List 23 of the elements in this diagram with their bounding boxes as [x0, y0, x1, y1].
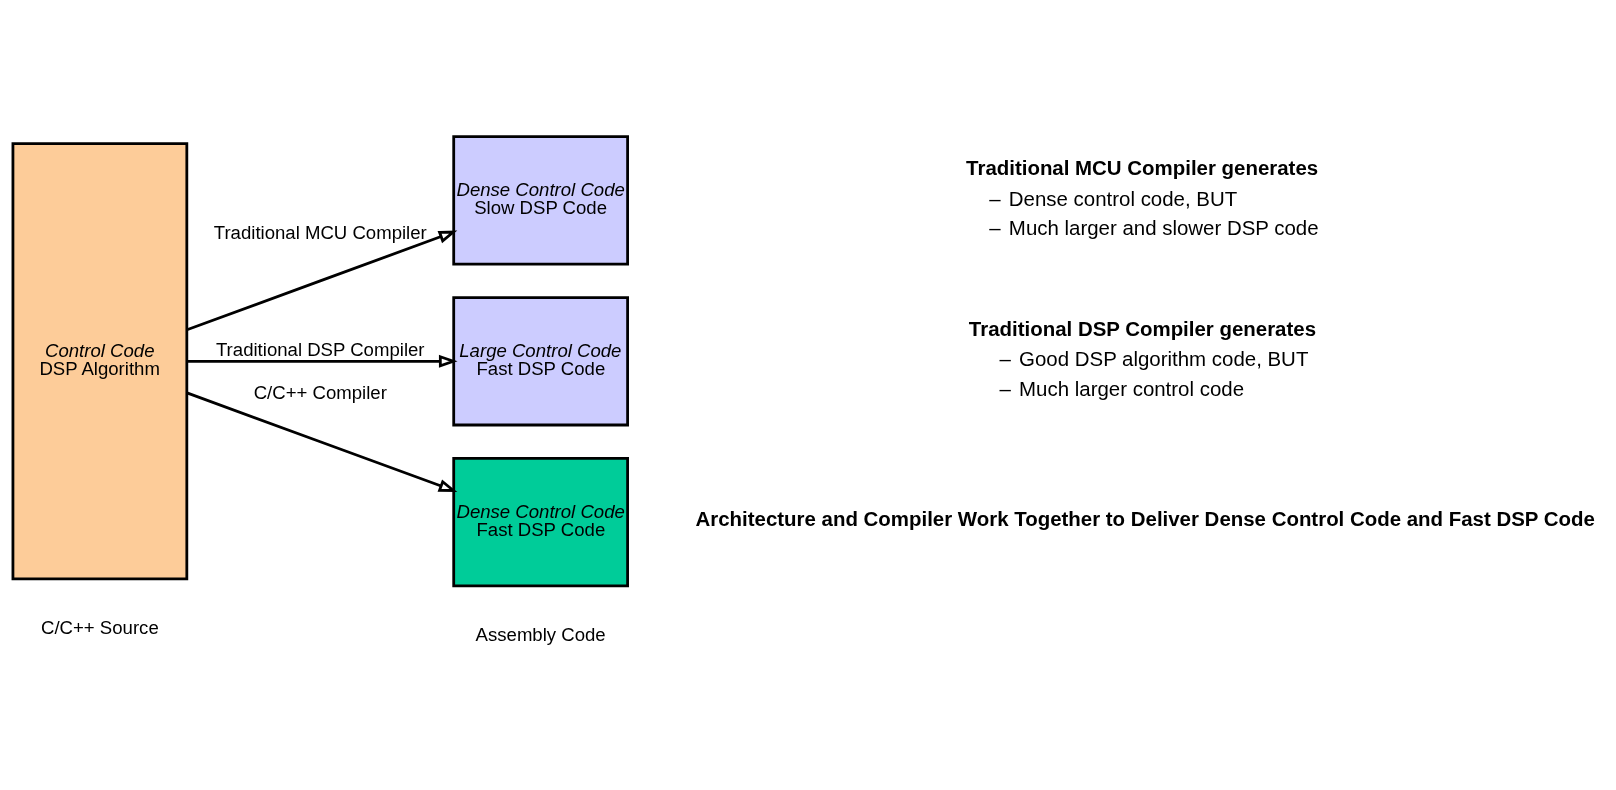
- label: –: [989, 186, 1001, 210]
- label: –: [999, 377, 1011, 401]
- arrow: [187, 354, 458, 368]
- arrow: [186, 391, 458, 492]
- edge-label: Traditional MCU Compiler: [213, 221, 427, 243]
- node-box: Large Control Code Fast DSP Code: [452, 296, 629, 427]
- label: Traditional DSP Compiler generates: [968, 316, 1317, 340]
- arrow: [186, 230, 458, 331]
- label: Much larger and slower DSP code: [1008, 216, 1319, 240]
- label: Good DSP algorithm code, BUT: [1019, 347, 1309, 371]
- label: Architecture and Compiler Work Together to Deliver Dense Control Code and Fast DSP Code: [695, 507, 1595, 531]
- node-box: Control Code DSP Algorithm: [11, 142, 189, 581]
- edge-label: C/C++ Compiler: [253, 382, 387, 404]
- label: Dense control code, BUT: [1008, 186, 1238, 210]
- label: Assembly Code: [475, 624, 606, 646]
- node-box: Dense Control Code Slow DSP Code: [452, 135, 629, 266]
- label: –: [989, 216, 1001, 240]
- node-box: Dense Control Code Fast DSP Code: [452, 457, 629, 588]
- label: C/C++ Source: [41, 616, 159, 638]
- label: Traditional MCU Compiler generates: [966, 155, 1319, 179]
- label: –: [999, 347, 1011, 371]
- edge-label: Traditional DSP Compiler: [215, 338, 425, 360]
- label: Much larger control code: [1019, 377, 1245, 401]
